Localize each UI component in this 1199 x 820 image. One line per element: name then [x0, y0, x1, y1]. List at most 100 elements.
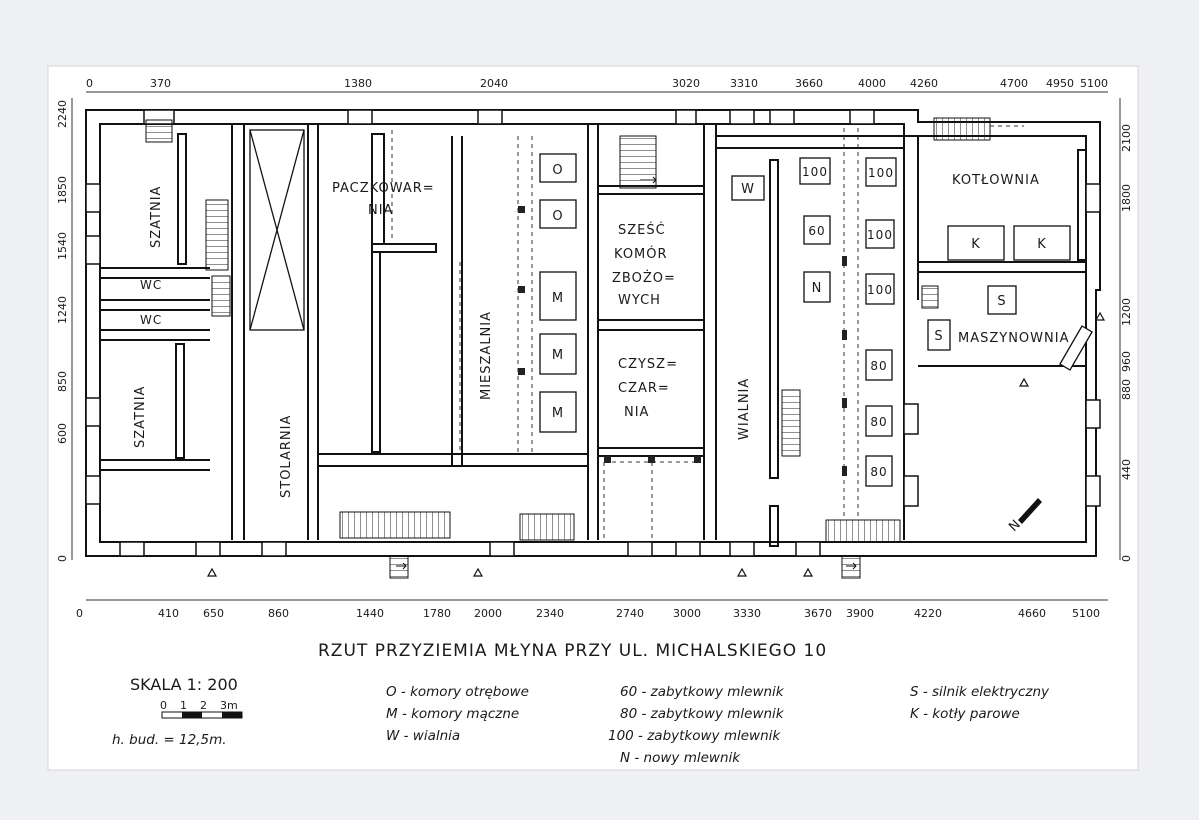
- box-80-c: 80: [870, 465, 887, 479]
- dim-left-5: 600: [56, 423, 69, 444]
- scale-tick-0: 0: [160, 699, 167, 712]
- plan-title: RZUT PRZYZIEMIA MŁYNA PRZY UL. MICHALSKI…: [318, 641, 827, 661]
- dim-bottom-0: 0: [76, 607, 83, 620]
- windows: [85, 109, 1101, 557]
- dim-top-9: 4700: [1000, 77, 1028, 90]
- dim-bottom-12: 3900: [846, 607, 874, 620]
- room-wc-1: WC: [140, 278, 162, 292]
- dim-top-1: 370: [150, 77, 171, 90]
- dim-top-8: 4260: [910, 77, 938, 90]
- legend: O - komory otrębowe M - komory mączne W …: [386, 684, 1050, 766]
- dim-top-5: 3310: [730, 77, 758, 90]
- scale-block: SKALA 1: 200 0 1 2 3m h. bud. = 12,5m.: [112, 675, 243, 748]
- legend-item: O - komory otrębowe: [386, 684, 529, 700]
- room-maszynownia: MASZYNOWNIA: [958, 331, 1069, 346]
- room-komory-line4: WYCH: [618, 293, 661, 308]
- room-wialnia: WIALNIA: [737, 378, 752, 440]
- dim-right-6: 0: [1120, 555, 1133, 562]
- box-n: N: [812, 281, 823, 296]
- scale-tick-1: 1: [180, 699, 187, 712]
- equipment-labels: O O M M M W 100 100 60 100 N 100 80 80 8…: [552, 163, 1047, 479]
- box-100-a: 100: [802, 165, 828, 179]
- dim-top-11: 5100: [1080, 77, 1108, 90]
- column-markers: [518, 206, 847, 476]
- dim-left-4: 850: [56, 371, 69, 392]
- dim-top-4: 3020: [672, 77, 700, 90]
- box-80-a: 80: [870, 359, 887, 373]
- legend-item: 80 - zabytkowy mlewnik: [620, 706, 785, 722]
- dim-bottom-15: 5100: [1072, 607, 1100, 620]
- dashed-guides: [391, 125, 1024, 538]
- room-szatnia-bottom: SZATNIA: [133, 386, 148, 448]
- legend-item: K - kotły parowe: [910, 706, 1020, 722]
- scale-bar: 0 1 2 3m: [160, 699, 243, 719]
- room-paczkowarnia-line1: PACZKOWAR=: [332, 181, 435, 196]
- legend-item: S - silnik elektryczny: [910, 684, 1050, 700]
- dim-bottom-10: 3330: [733, 607, 761, 620]
- dim-left-0: 2240: [56, 100, 69, 128]
- box-100-b: 100: [868, 166, 894, 180]
- legend-item: N - nowy mlewnik: [620, 750, 741, 766]
- legend-item: 100 - zabytkowy mlewnik: [608, 728, 781, 744]
- room-wc-2: WC: [140, 313, 162, 327]
- dim-right-1: 1800: [1120, 184, 1133, 212]
- dim-bottom-1: 410: [158, 607, 179, 620]
- room-czyszczarnia-line2: CZAR=: [618, 381, 670, 396]
- dim-bottom-2: 650: [203, 607, 224, 620]
- dim-top-0: 0: [86, 77, 93, 90]
- box-s-1: S: [997, 294, 1006, 309]
- equipment-boxes: [539, 153, 1093, 487]
- dim-right-2: 1200: [1120, 298, 1133, 326]
- dim-top-2: 1380: [344, 77, 372, 90]
- room-szatnia-top: SZATNIA: [149, 186, 164, 248]
- stair-arrows: [396, 176, 857, 570]
- legend-item: 60 - zabytkowy mlewnik: [620, 684, 785, 700]
- dim-top-10: 4950: [1046, 77, 1074, 90]
- dim-right-0: 2100: [1120, 124, 1133, 152]
- scale-tick-3: 3m: [220, 699, 238, 712]
- room-komory-line3: ZBOŻO=: [612, 270, 676, 286]
- box-m-2: M: [552, 348, 564, 363]
- box-o-1: O: [552, 163, 563, 178]
- dim-right-5: 440: [1120, 459, 1133, 480]
- room-paczkowarnia-line2: NIA: [368, 203, 393, 218]
- legend-item: W - wialnia: [386, 728, 460, 744]
- bottom-dimensions: 0 410 650 860 1440 1780 2000 2340 2740 3…: [76, 607, 1100, 620]
- dim-right-4: 880: [1120, 379, 1133, 400]
- box-100-c: 100: [867, 228, 893, 242]
- dim-right-3: 960: [1120, 351, 1133, 372]
- dim-bottom-11: 3670: [804, 607, 832, 620]
- room-mieszalnia: MIESZALNIA: [479, 311, 494, 400]
- room-czyszczarnia-line3: NIA: [624, 405, 649, 420]
- room-czyszczarnia-line1: CZYSZ=: [618, 357, 678, 372]
- box-s-2: S: [934, 329, 943, 344]
- box-w: W: [741, 182, 755, 197]
- building-height: h. bud. = 12,5m.: [112, 732, 227, 748]
- dim-bottom-4: 1440: [356, 607, 384, 620]
- dim-top-7: 4000: [858, 77, 886, 90]
- dim-left-2: 1540: [56, 232, 69, 260]
- top-dimensions: 0 370 1380 2040 3020 3310 3660 4000 4260…: [86, 77, 1108, 90]
- stairs: [145, 117, 991, 579]
- box-k-1: K: [971, 237, 981, 252]
- dim-left-1: 1850: [56, 176, 69, 204]
- dimension-lines: [71, 91, 1121, 601]
- dim-bottom-6: 2000: [474, 607, 502, 620]
- dim-left-6: 0: [56, 555, 69, 562]
- dim-top-3: 2040: [480, 77, 508, 90]
- dim-left-3: 1240: [56, 296, 69, 324]
- dim-bottom-7: 2340: [536, 607, 564, 620]
- room-kotlownia: KOTŁOWNIA: [952, 173, 1040, 188]
- room-komory-line2: KOMÓR: [614, 246, 668, 262]
- box-o-2: O: [552, 209, 563, 224]
- dim-bottom-5: 1780: [423, 607, 451, 620]
- right-dimensions: 2100 1800 1200 960 880 440 0: [1120, 124, 1133, 562]
- elevator-shaft: [249, 129, 305, 331]
- scale-label: SKALA 1: 200: [130, 675, 238, 694]
- box-80-b: 80: [870, 415, 887, 429]
- box-k-2: K: [1037, 237, 1047, 252]
- room-stolarnia: STOLARNIA: [279, 415, 294, 498]
- scale-tick-2: 2: [200, 699, 207, 712]
